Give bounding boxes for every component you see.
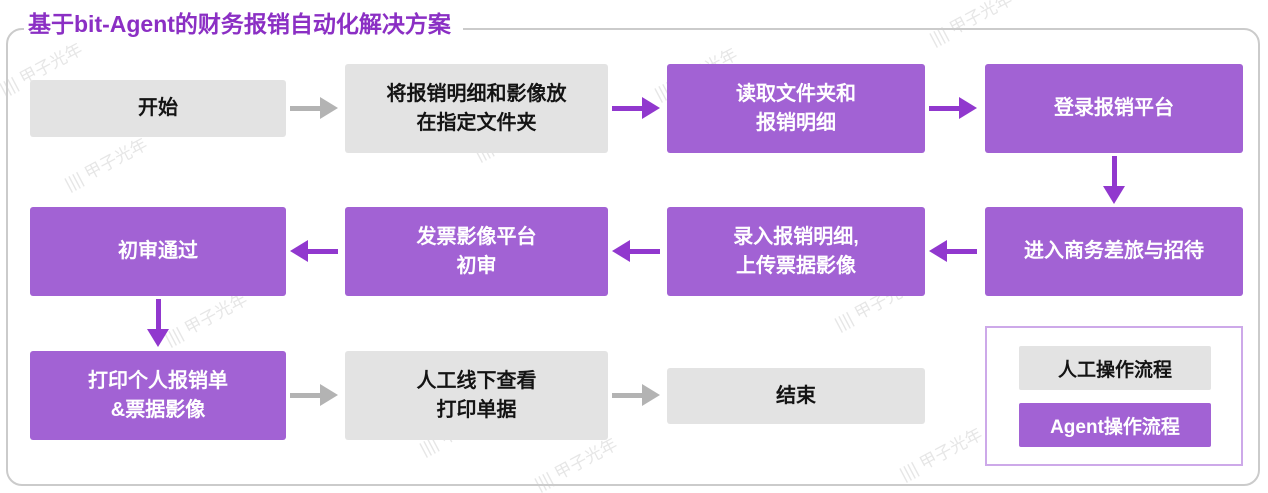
- arrow-left-icon: [290, 240, 338, 262]
- arrow-right-icon: [612, 97, 660, 119]
- legend-manual-process: 人工操作流程: [1019, 346, 1211, 390]
- arrow-stem: [1111, 156, 1117, 186]
- diagram-title: 基于bit-Agent的财务报销自动化解决方案: [24, 5, 463, 43]
- arrow-head: [1103, 186, 1125, 204]
- arrow-left-icon: [929, 240, 977, 262]
- diagram-frame: [6, 28, 1260, 486]
- arrow-stem: [290, 105, 320, 111]
- flow-node-end: 结束: [667, 368, 925, 424]
- arrow-head: [929, 240, 947, 262]
- arrow-head: [612, 240, 630, 262]
- flow-node-input-details: 录入报销明细, 上传票据影像: [667, 207, 925, 296]
- arrow-stem: [155, 299, 161, 329]
- arrow-right-icon: [290, 384, 338, 406]
- arrow-stem: [947, 248, 977, 254]
- arrow-stem: [612, 105, 642, 111]
- arrow-head: [642, 97, 660, 119]
- flow-node-start: 开始: [30, 80, 286, 137]
- arrow-head: [320, 97, 338, 119]
- arrow-right-icon: [929, 97, 977, 119]
- flow-node-login: 登录报销平台: [985, 64, 1243, 153]
- arrow-down-icon: [147, 299, 169, 347]
- flow-node-enter-travel: 进入商务差旅与招待: [985, 207, 1243, 296]
- arrow-stem: [630, 248, 660, 254]
- arrow-stem: [308, 248, 338, 254]
- flow-node-print: 打印个人报销单 &票据影像: [30, 351, 286, 440]
- arrow-right-icon: [290, 97, 338, 119]
- arrow-stem: [612, 392, 642, 398]
- flow-node-review-passed: 初审通过: [30, 207, 286, 296]
- arrow-right-icon: [612, 384, 660, 406]
- flow-node-offline-check: 人工线下查看 打印单据: [345, 351, 608, 440]
- arrow-head: [320, 384, 338, 406]
- arrow-head: [642, 384, 660, 406]
- arrow-stem: [929, 105, 959, 111]
- flow-node-put-files: 将报销明细和影像放 在指定文件夹: [345, 64, 608, 153]
- flow-node-invoice-review: 发票影像平台 初审: [345, 207, 608, 296]
- arrow-down-icon: [1103, 156, 1125, 204]
- arrow-left-icon: [612, 240, 660, 262]
- arrow-head: [147, 329, 169, 347]
- flow-node-read-folder: 读取文件夹和 报销明细: [667, 64, 925, 153]
- legend-agent-process: Agent操作流程: [1019, 403, 1211, 447]
- arrow-head: [290, 240, 308, 262]
- arrow-head: [959, 97, 977, 119]
- legend: 人工操作流程 Agent操作流程: [985, 326, 1243, 466]
- arrow-stem: [290, 392, 320, 398]
